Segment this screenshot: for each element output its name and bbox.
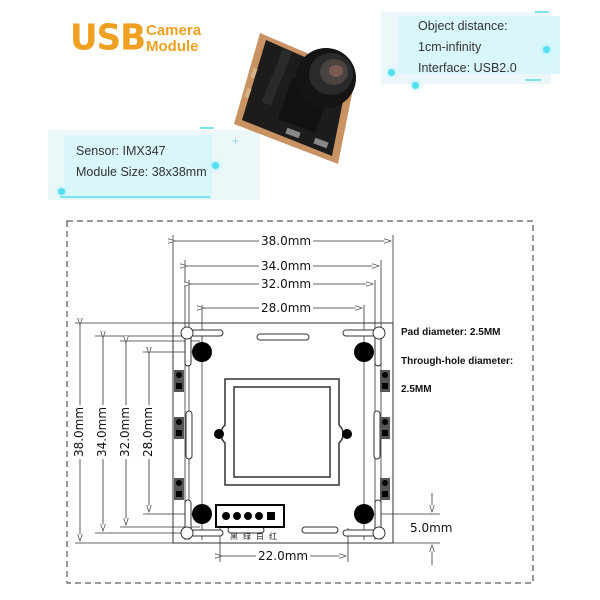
interface-spec: Interface: USB2.0 [418, 61, 517, 75]
info-card-right: Object distance: 1cm-infinity Interface:… [398, 16, 560, 75]
glow-dot [212, 162, 219, 169]
object-distance-value: 1cm-infinity [418, 40, 482, 54]
glow-dot [58, 188, 65, 195]
camera-module-photo [234, 33, 356, 164]
dim-height-28: 28.0mm [141, 404, 156, 460]
subtitle-line-1: Camera [146, 22, 202, 39]
dim-width-34: 34.0mm [259, 259, 314, 273]
glow-line [525, 79, 541, 81]
through-hole-label: Through-hole diameter: [401, 356, 514, 367]
info-card-left: Sensor: IMX347 Module Size: 38x38mm [64, 135, 212, 199]
glow-dot [388, 69, 395, 76]
glow-dot [412, 82, 419, 89]
dim-width-28: 28.0mm [259, 301, 314, 315]
dim-connector-22: 22.0mm [256, 549, 311, 563]
dim-height-38: 38.0mm [72, 404, 87, 460]
dim-width-32: 32.0mm [259, 277, 314, 291]
module-size-spec: Module Size: 38x38mm [76, 165, 207, 179]
dim-edge-5: 5.0mm [408, 521, 455, 535]
plus-decoration-icon: + [232, 134, 240, 148]
glow-line [535, 11, 549, 13]
wire-label-white: 白 [256, 532, 264, 541]
object-distance-label: Object distance: [418, 19, 508, 33]
subtitle-line-2: Module [146, 38, 199, 55]
wire-label-black: 黑 [230, 532, 238, 541]
glow-line [200, 127, 214, 129]
glow-line [60, 196, 210, 198]
connector-wire-labels: 黑 绿 白 红 [230, 531, 277, 542]
sensor-spec: Sensor: IMX347 [76, 144, 166, 158]
dim-height-34: 34.0mm [95, 404, 110, 460]
dim-width-38: 38.0mm [259, 234, 314, 248]
wire-label-red: 红 [269, 532, 277, 541]
brand-subtitle: Camera Module [146, 23, 201, 55]
through-hole-value: 2.5MM [401, 384, 432, 395]
dim-height-32: 32.0mm [118, 404, 133, 460]
pad-diameter-note: Pad diameter: 2.5MM [401, 327, 501, 338]
wire-label-green: 绿 [243, 532, 251, 541]
brand-usb-title: USB [70, 17, 146, 59]
glow-dot [543, 46, 550, 53]
